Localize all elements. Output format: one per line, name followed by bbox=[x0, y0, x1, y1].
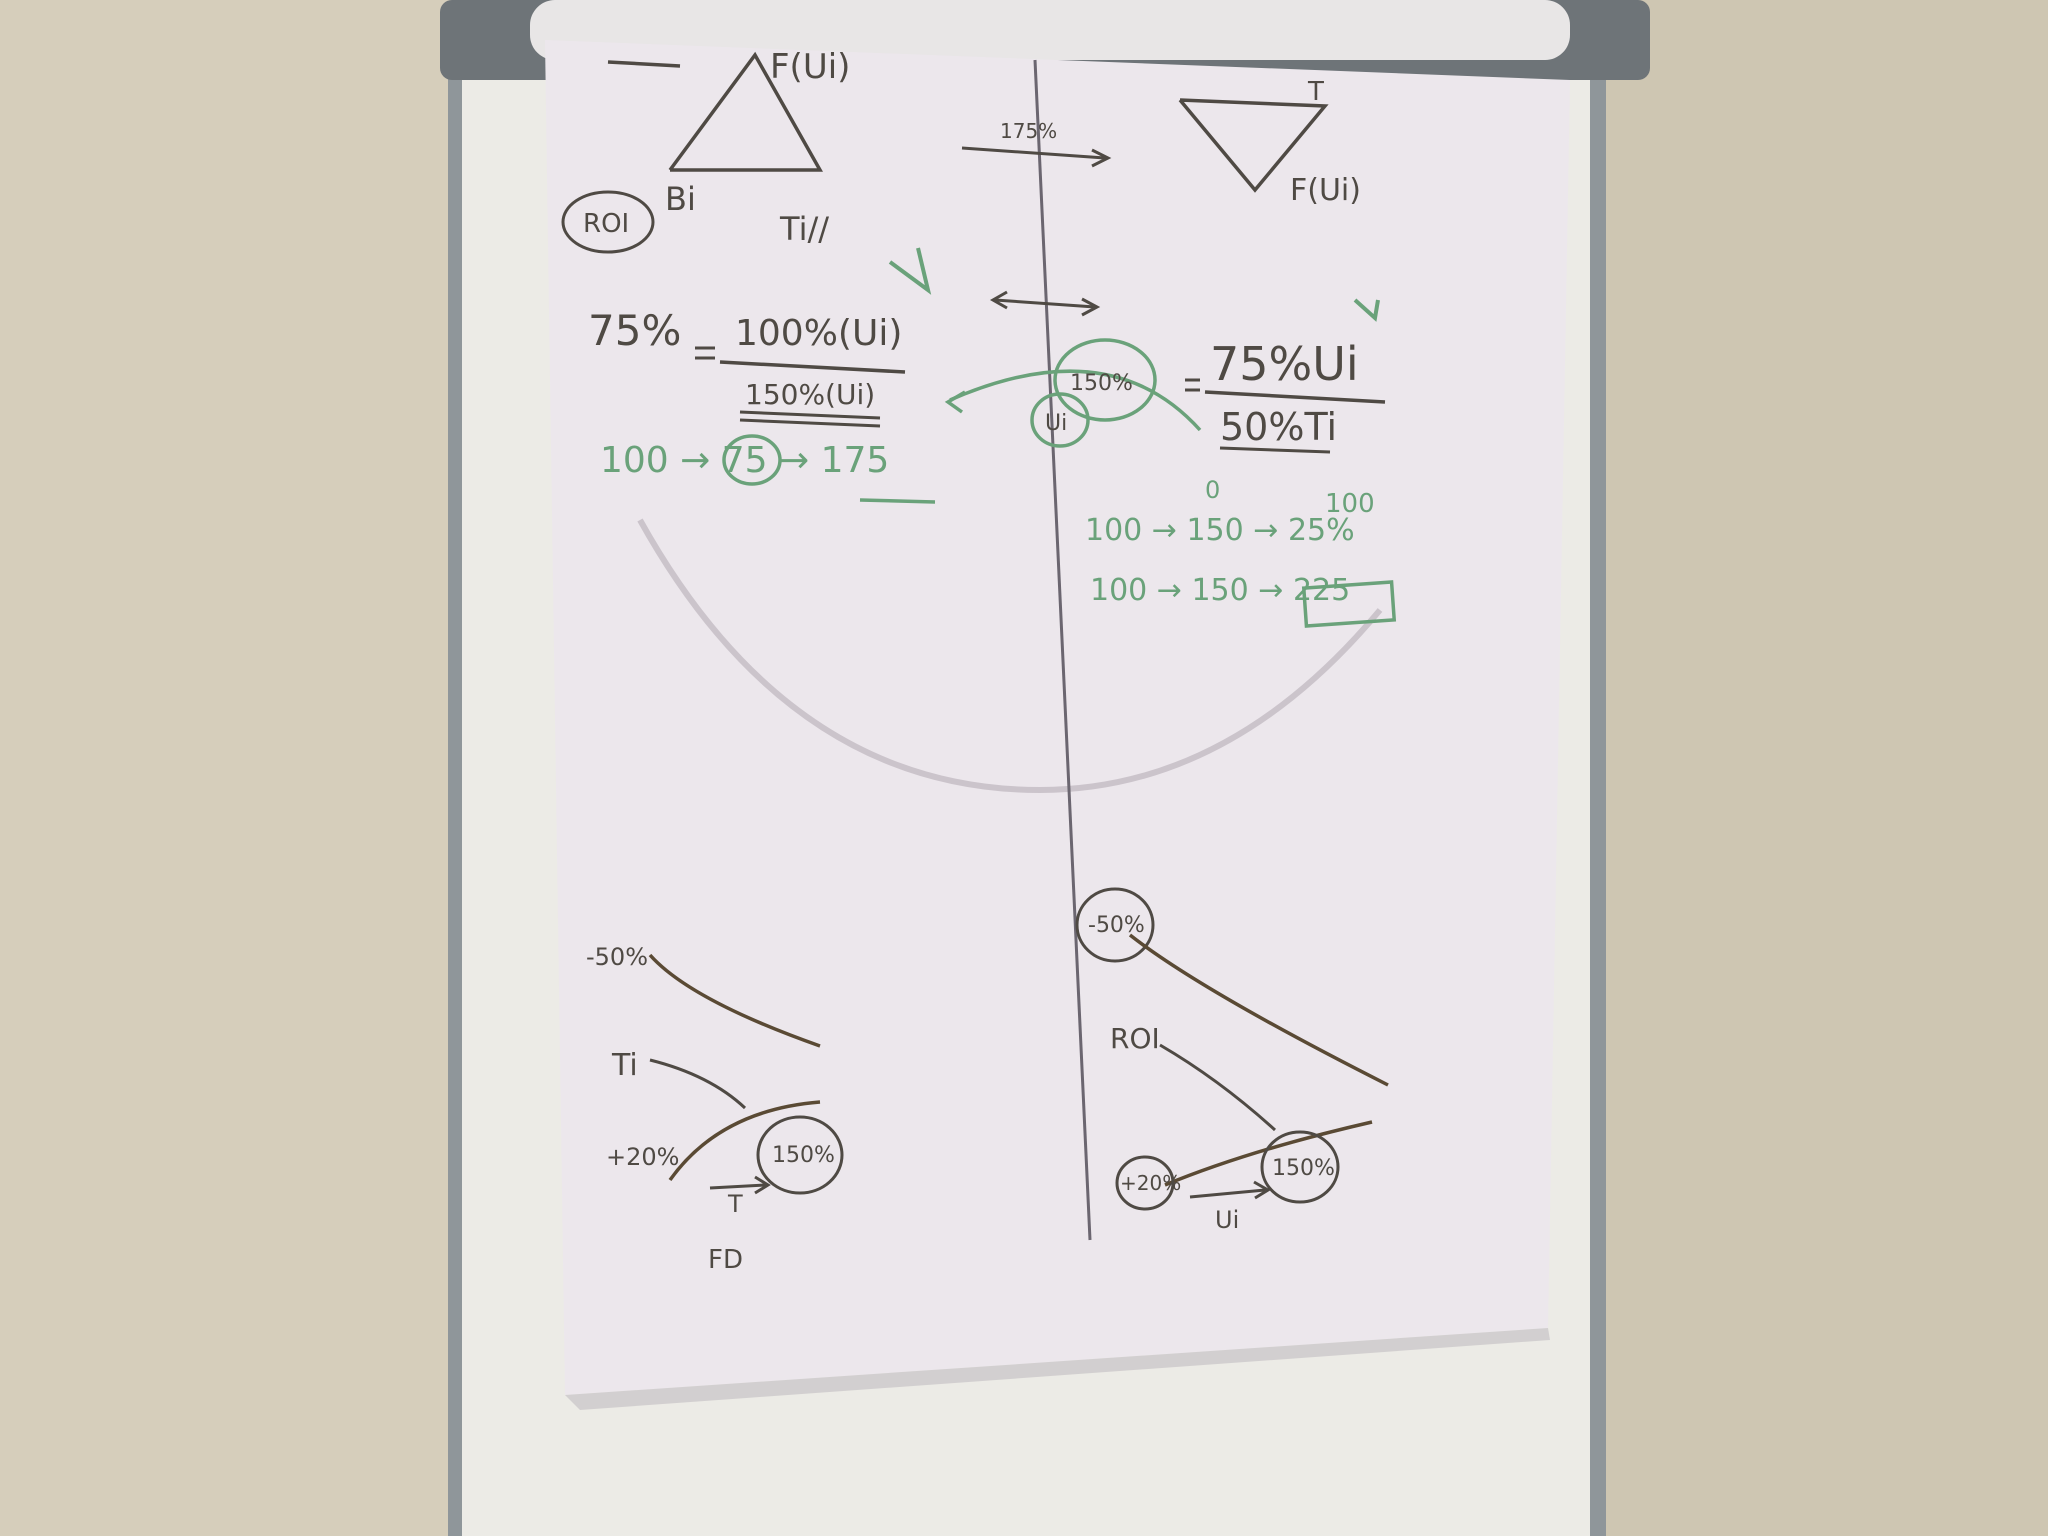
right-graph-rise-line bbox=[1164, 1120, 1373, 1187]
right-150-circle bbox=[1053, 338, 1157, 422]
right-green-line-2: 100 → 150 → 225 bbox=[1090, 573, 1350, 608]
right-ui-circle bbox=[1030, 392, 1090, 448]
right-t-label: T bbox=[1307, 77, 1324, 107]
right-eq-note-circle-text: Ui bbox=[1045, 411, 1067, 436]
center-double-arrow bbox=[989, 290, 1101, 317]
green-75-circle bbox=[722, 434, 782, 486]
right-graph-150-circle bbox=[1260, 1130, 1340, 1204]
left-bi-label: Bi bbox=[665, 180, 696, 218]
left-graph-150-circle bbox=[756, 1115, 844, 1195]
wall-shadow-right bbox=[1590, 0, 2048, 1536]
right-green-line-1: 100 → 150 → 25% bbox=[1085, 513, 1355, 548]
green-225-box bbox=[1301, 580, 1397, 628]
right-f-label: F(Ui) bbox=[1290, 173, 1361, 208]
right-green-top-value: 100 bbox=[1325, 489, 1375, 519]
left-f-label: F(Ui) bbox=[770, 47, 850, 87]
right-eq-numerator: 75%Ui bbox=[1210, 337, 1359, 391]
green-check-left bbox=[888, 247, 932, 295]
right-eq-lhs-circle-text: 150% bbox=[1070, 371, 1133, 396]
left-eq-numerator: 100%(Ui) bbox=[735, 313, 902, 354]
left-denominator-underline-2 bbox=[739, 418, 881, 428]
flipchart-paper bbox=[545, 40, 1570, 1395]
left-graph-circle-label: 150% bbox=[772, 1143, 835, 1168]
left-eq-lhs: 75% bbox=[588, 306, 681, 355]
right-denominator-underline bbox=[1219, 446, 1331, 454]
left-green-sequence: 100 → 75 → 175 bbox=[600, 440, 889, 481]
right-graph-top-circle bbox=[1075, 887, 1155, 963]
right-eq-denominator: 50%Ti bbox=[1220, 405, 1337, 449]
center-arrow-label: 175% bbox=[1000, 119, 1057, 143]
right-fraction-bar bbox=[1204, 390, 1386, 404]
rolled-paper-top bbox=[530, 0, 1570, 60]
left-graph-caption: FD bbox=[708, 1245, 743, 1275]
left-graph-axis-arrowhead bbox=[754, 1175, 771, 1195]
right-graph-decline-line bbox=[1128, 933, 1389, 1087]
right-graph-circle-label: 150% bbox=[1272, 1156, 1335, 1181]
left-denominator-underline bbox=[739, 410, 881, 420]
right-graph-axis-label: Ui bbox=[1215, 1206, 1239, 1234]
left-graph-axis-arrow bbox=[709, 1183, 766, 1190]
right-green-top-mark: 0 bbox=[1205, 476, 1220, 504]
right-graph-axis-arrow bbox=[1189, 1188, 1266, 1199]
left-graph-ti-arrow bbox=[649, 1058, 747, 1110]
left-triangle-diagram bbox=[607, 51, 823, 172]
left-fraction-bar bbox=[719, 360, 906, 374]
left-roi-label: ROI bbox=[583, 209, 629, 239]
left-graph-top-label: -50% bbox=[586, 943, 648, 971]
left-graph-rise-line bbox=[668, 1100, 821, 1182]
left-ti-label: Ti// bbox=[779, 210, 829, 248]
green-175-underline bbox=[859, 498, 936, 504]
left-graph-ti-label: Ti bbox=[611, 1048, 638, 1083]
paper-shadow bbox=[565, 1328, 1550, 1410]
right-graph-top-label: -50% bbox=[1088, 913, 1145, 938]
left-graph-decline-line bbox=[648, 953, 821, 1048]
left-roi-circle bbox=[561, 190, 655, 254]
right-triangle-diagram bbox=[1178, 98, 1329, 193]
right-graph-left-circle bbox=[1115, 1155, 1175, 1211]
center-divider-line bbox=[1033, 59, 1092, 1241]
paper-crease bbox=[637, 518, 1383, 794]
green-check-right bbox=[1353, 298, 1380, 322]
right-graph-axis-arrowhead bbox=[1253, 1180, 1271, 1200]
left-graph-axis-label: T bbox=[727, 1190, 743, 1218]
right-graph-left-label: +20% bbox=[1120, 1171, 1181, 1195]
right-graph-roi-label: ROI bbox=[1110, 1022, 1160, 1055]
center-top-arrow bbox=[961, 146, 1112, 168]
green-curve-arrow bbox=[949, 369, 1202, 432]
right-graph-roi-arrow bbox=[1159, 1043, 1277, 1132]
left-eq-denominator: 150%(Ui) bbox=[745, 378, 875, 411]
green-curve-arrowhead bbox=[944, 390, 966, 414]
left-graph-left-label: +20% bbox=[606, 1143, 679, 1171]
